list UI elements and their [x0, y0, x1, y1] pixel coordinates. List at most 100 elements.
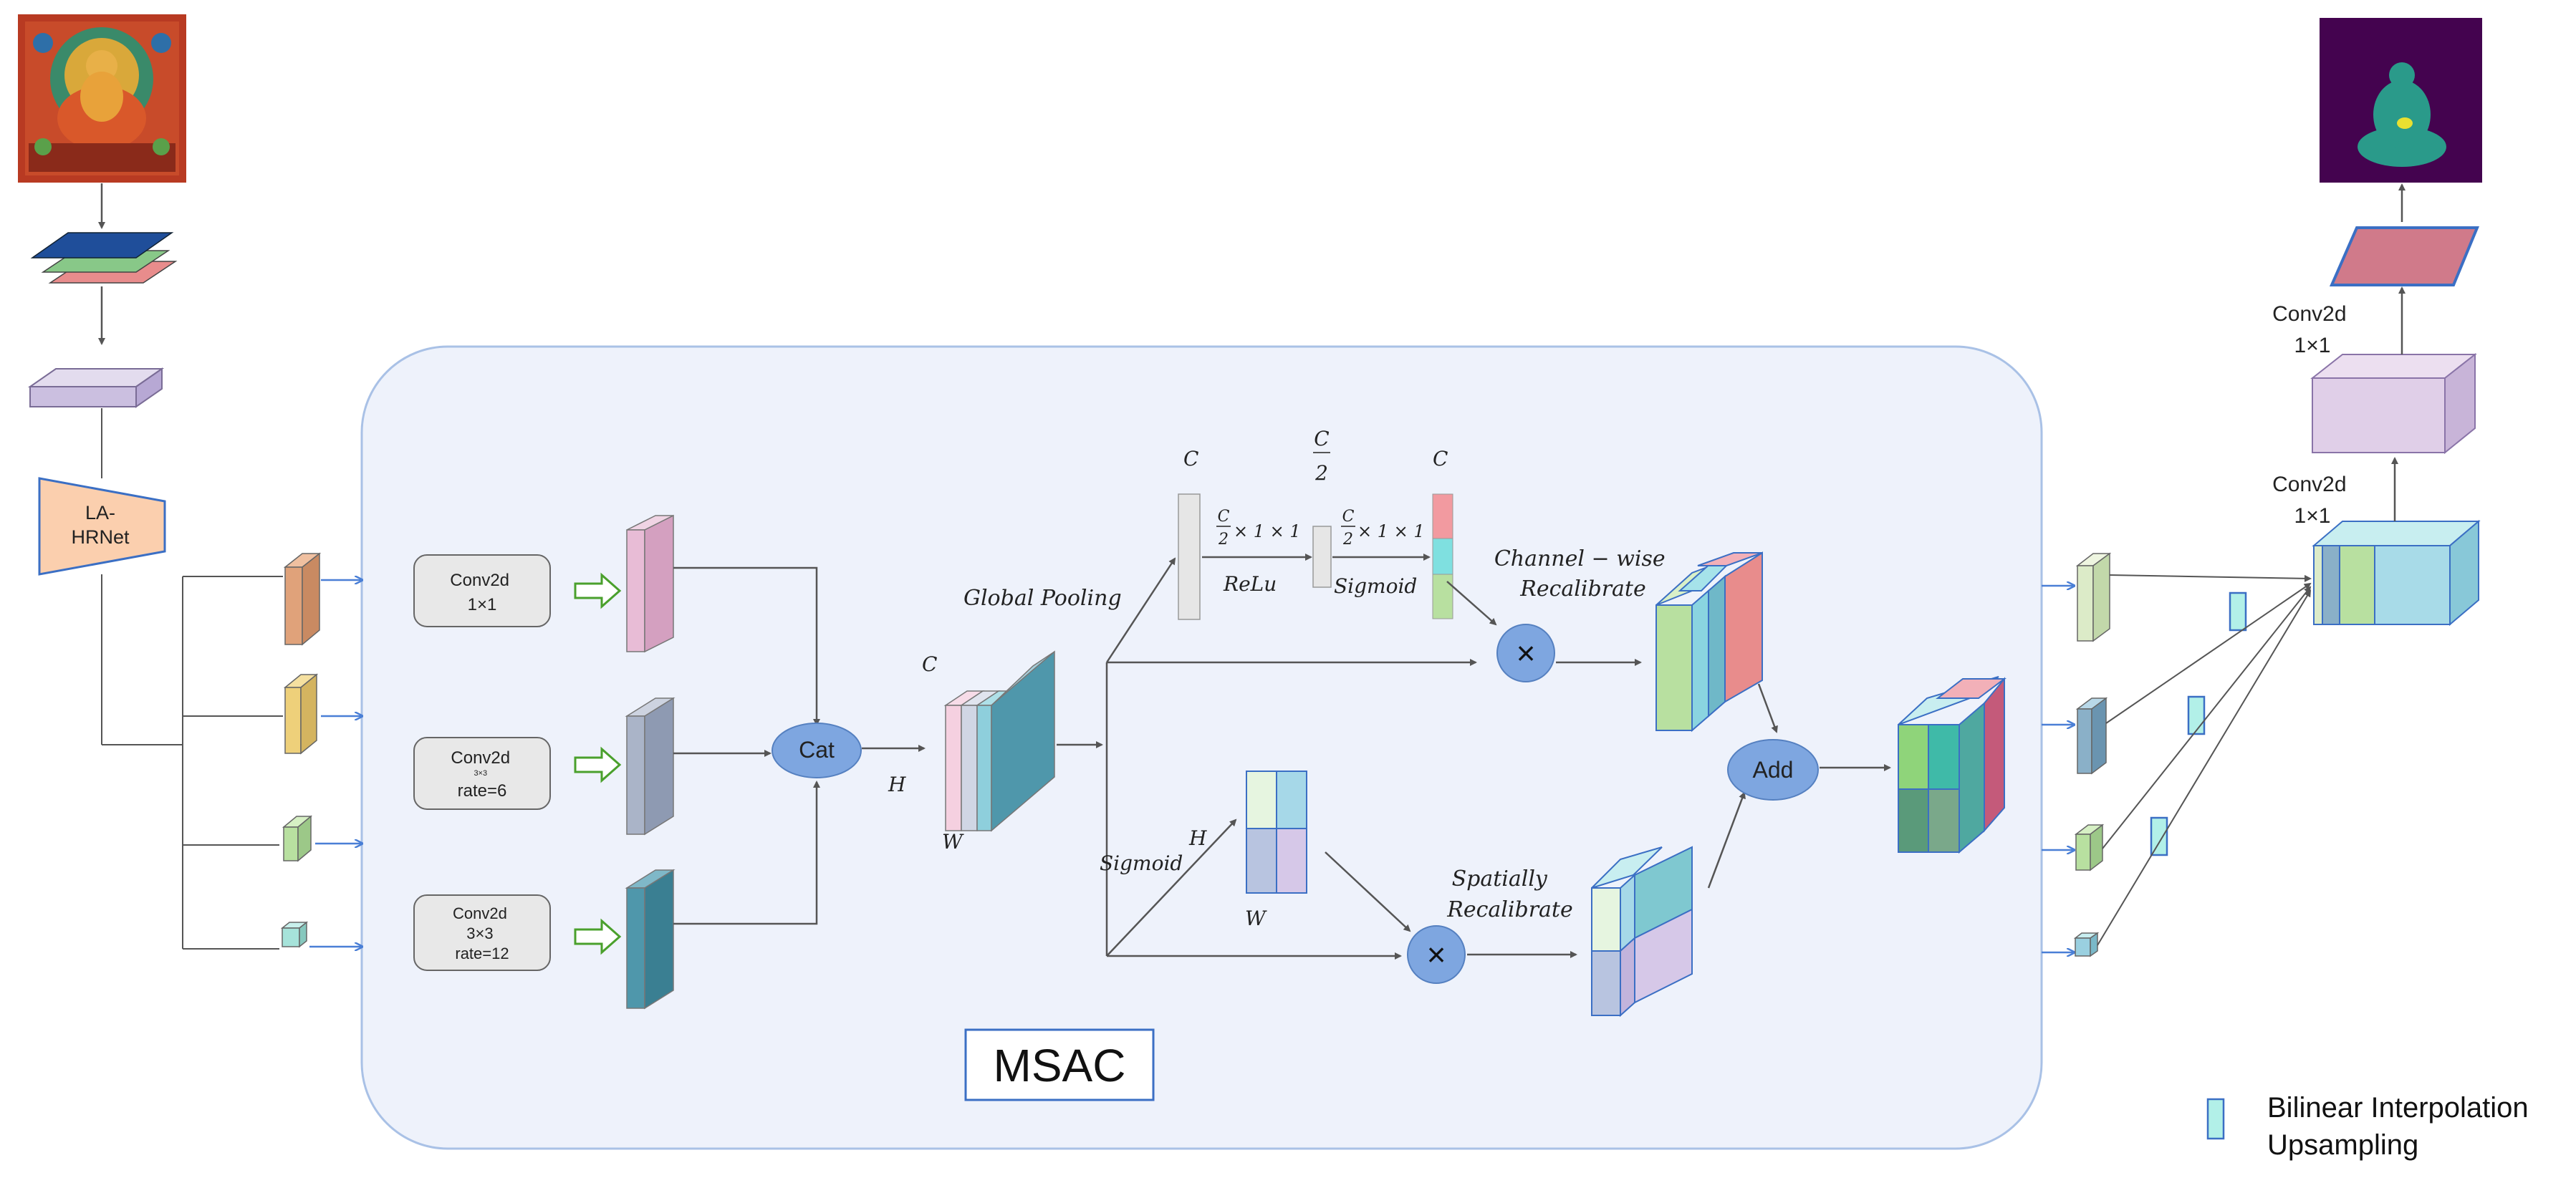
msac-output-tensor — [1898, 676, 2007, 854]
concat-dim-h: H — [888, 773, 906, 796]
channel-recalibrated-tensor — [1655, 551, 1763, 733]
sigmoid-spatial-label: Sigmoid — [1100, 851, 1183, 875]
upsample-markers — [2150, 591, 2247, 856]
global-pooling-label: Global Pooling — [963, 586, 1122, 611]
la-hrnet-line1: LA- — [85, 502, 115, 523]
stem-block — [27, 367, 165, 408]
head-conv-bottom-line1: Conv2d — [2272, 473, 2346, 496]
add-label: Add — [1753, 757, 1794, 783]
spatial-recal-line1: Spatially — [1452, 866, 1548, 892]
channel-recal-line1: Channel − wise — [1494, 546, 1666, 571]
msac-output-arrows — [2042, 586, 2074, 952]
conv-1x1-line2: 1×1 — [468, 595, 497, 614]
conv-1x1-line1: Conv2d — [450, 571, 509, 590]
spatial-recalibrate-label: Spatially Recalibrate — [1446, 866, 1572, 922]
spatial-dim-w: W — [1245, 907, 1267, 930]
channel-recal-line2: Recalibrate — [1519, 576, 1645, 602]
svg-text:C: C — [1342, 508, 1355, 526]
fc1-expression: C 2 × 1 × 1 — [1216, 508, 1301, 549]
head-conv-top-label: Conv2d 1×1 — [2272, 302, 2352, 357]
legend-line2: Upsampling — [2267, 1129, 2418, 1161]
channel-multiply-node — [1496, 624, 1555, 682]
svg-text:2: 2 — [1315, 461, 1328, 485]
cat-label: Cat — [799, 737, 835, 763]
la-hrnet-line2: HRNet — [71, 526, 130, 548]
branch-feature-1 — [283, 552, 322, 646]
branch-tree — [101, 574, 283, 950]
spatial-weight-map — [1246, 771, 1307, 894]
cat-node — [772, 723, 862, 778]
head-conv-top-line1: Conv2d — [2272, 302, 2346, 326]
spatial-multiply-node — [1407, 925, 1466, 984]
concat-dim-c: C — [922, 652, 937, 676]
reduced-dim-label: C 2 — [1313, 427, 1330, 485]
head-conv-block — [2310, 352, 2477, 455]
conv-1x1-box — [413, 554, 551, 627]
spatial-recal-line2: Recalibrate — [1446, 897, 1572, 922]
rgb-planes — [30, 232, 178, 284]
spatial-dim-h: H — [1188, 826, 1207, 850]
concat-dim-w: W — [942, 830, 964, 854]
conv-rate12-line1: Conv2d — [453, 904, 507, 922]
conv-rate6-line2: 3×3 — [474, 769, 487, 778]
head-conv-top-line2: 1×1 — [2294, 334, 2331, 357]
conv-rate12-line2: 3×3 — [466, 924, 493, 942]
green-arrows — [574, 572, 622, 955]
conv-output-gray — [625, 697, 676, 836]
add-node — [1727, 739, 1819, 801]
head-conv-bottom-line2: 1×1 — [2294, 504, 2331, 528]
branch-input-arrows — [309, 580, 362, 947]
conv-rate6-label: Conv2d 3×3 rate=6 — [451, 748, 513, 801]
head-feature-3 — [2074, 824, 2105, 871]
fusion-lines — [2097, 574, 2312, 946]
prediction-slab — [2329, 226, 2479, 286]
channel-recalibrate-label: Channel − wise Recalibrate — [1494, 546, 1672, 602]
conv-rate6-box — [413, 737, 551, 810]
conv-rate6-line1: Conv2d — [451, 748, 510, 768]
fc2-expression: C 2 × 1 × 1 — [1341, 508, 1425, 549]
svg-text:× 1 × 1: × 1 × 1 — [1357, 521, 1425, 541]
reduced-vector — [1312, 526, 1332, 588]
msac-title-box — [964, 1028, 1155, 1101]
svg-text:2: 2 — [1342, 531, 1353, 549]
legend-upsample-swatch — [2206, 1098, 2225, 1140]
split-lines — [1105, 557, 1477, 960]
legend-line1: Bilinear Interpolation — [2267, 1092, 2529, 1124]
la-hrnet-backbone — [38, 477, 166, 576]
spatial-recalibrated-tensor — [1591, 846, 1693, 1018]
channel-multiply-label: × — [1517, 634, 1536, 672]
conv-rate12-line3: rate=12 — [455, 945, 509, 962]
svg-text:2: 2 — [1218, 531, 1229, 549]
branch-feature-4 — [280, 921, 309, 948]
sigmoid-channel-label: Sigmoid — [1334, 574, 1417, 598]
concat-tensor — [943, 650, 1055, 832]
head-feature-1 — [2075, 552, 2112, 642]
relu-label: ReLu — [1223, 572, 1277, 596]
legend-label: Bilinear Interpolation Upsampling — [2267, 1092, 2537, 1161]
branch-feature-3 — [282, 815, 313, 862]
conv-rate12-box — [413, 894, 551, 971]
channel-weight-vector — [1432, 493, 1453, 619]
conv-output-teal — [625, 869, 676, 1010]
conv-rate6-line3: rate=6 — [458, 781, 507, 801]
fused-feature-block — [2312, 519, 2481, 627]
conv-1x1-label: Conv2d 1×1 — [450, 571, 514, 614]
svg-text:C: C — [1314, 427, 1329, 450]
output-segmentation-map — [2320, 18, 2488, 183]
svg-text:C: C — [1218, 508, 1230, 526]
conv-output-pink — [626, 514, 674, 653]
conv-rate12-label: Conv2d 3×3 rate=12 — [453, 904, 511, 962]
spatial-multiply-label: × — [1427, 936, 1446, 973]
head-conv-bottom-label: Conv2d 1×1 — [2272, 473, 2352, 528]
pooled-vector — [1178, 493, 1201, 620]
cat-input-lines — [673, 566, 820, 925]
head-feature-4 — [2073, 932, 2100, 957]
svg-text:× 1 × 1: × 1 × 1 — [1234, 521, 1301, 541]
branch-feature-2 — [283, 673, 319, 755]
la-hrnet-label: LA- HRNet — [71, 502, 130, 548]
msac-title: MSAC — [994, 1040, 1126, 1091]
input-image — [18, 14, 186, 183]
weight-dim-c: C — [1433, 447, 1448, 470]
head-feature-2 — [2075, 697, 2108, 775]
